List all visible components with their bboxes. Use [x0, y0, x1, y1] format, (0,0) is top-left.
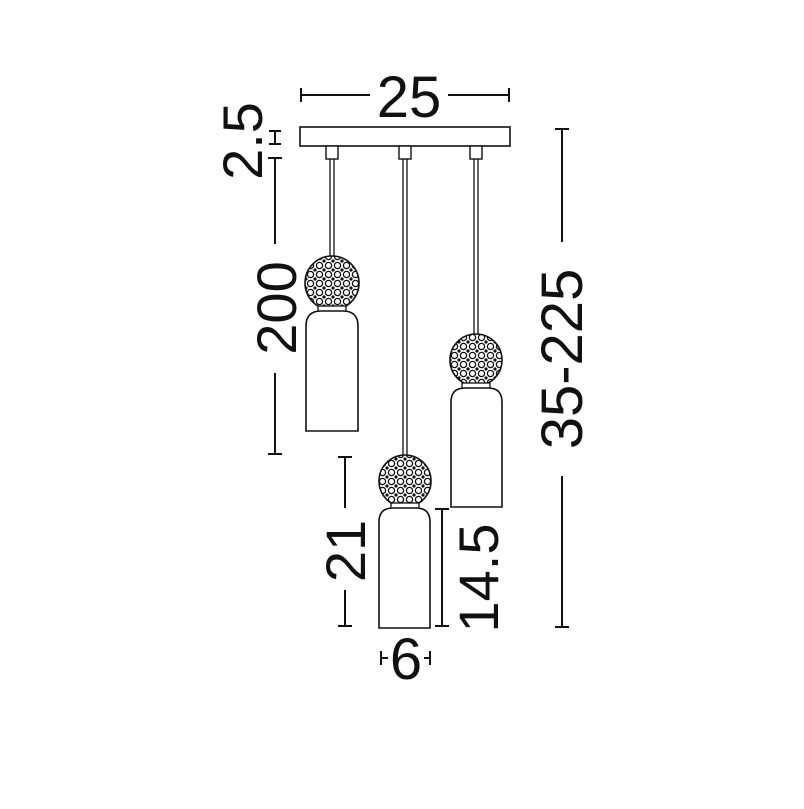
- pendant-middle: [378, 159, 432, 629]
- dimension-total-height: [555, 128, 569, 628]
- label-canopy-height: 2.5: [211, 102, 274, 180]
- dimension-canopy-height: [269, 130, 281, 145]
- label-total-height: 35-225: [530, 269, 595, 450]
- label-shade-height: 21: [314, 520, 377, 582]
- pendant-left: [304, 159, 360, 432]
- label-short-shade-height: 14.5: [447, 524, 510, 633]
- dimension-short-shade-height: [435, 508, 449, 627]
- label-shade-width: 6: [390, 627, 422, 692]
- dimension-cable-length: [268, 157, 282, 455]
- ceiling-canopy: [299, 126, 511, 160]
- label-cable-length: 200: [245, 261, 308, 354]
- pendant-right: [449, 159, 503, 508]
- dimension-shade-height: [338, 456, 352, 627]
- dimension-shade-width: [380, 651, 431, 665]
- dimension-canopy-width: [300, 88, 510, 102]
- label-canopy-width: 25: [377, 65, 442, 130]
